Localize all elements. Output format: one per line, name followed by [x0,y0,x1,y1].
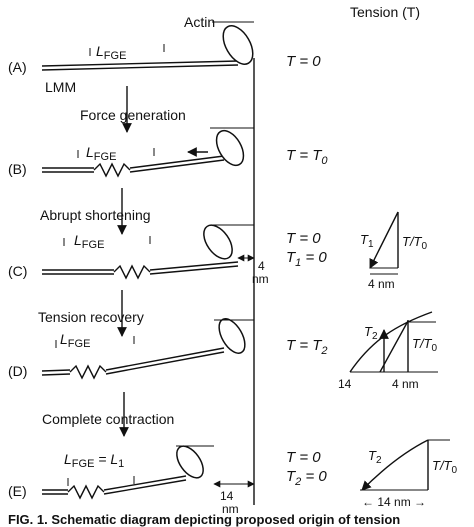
tension-c-t1: T1 = 0 [286,249,327,269]
graph-c-ratio: T/T0 [402,234,428,252]
tension-e-t2: T2 = 0 [286,468,327,488]
spring-b [93,162,131,178]
actin-label: Actin [184,14,215,30]
step-unit-c: nm [252,272,269,286]
panel-e-label: (E) [8,483,27,499]
myosin-head-e [176,445,204,479]
tension-a: T = 0 [286,53,321,70]
spring-e [67,484,105,500]
thick-filament-d-bottom [41,373,71,376]
graph-e-ratio: T/T0 [432,458,458,476]
thick-filament-a-top [41,60,239,67]
graph-c: T1 T/T0 4 nm [360,211,428,291]
graph-d-ratio: T/T0 [412,336,438,354]
myosin-head-b [215,129,245,167]
thick-filament-d-top [41,369,71,372]
lfge-c: LFGE [74,232,104,251]
lmm-label: LMM [45,79,76,95]
step-tension-recovery: Tension recovery [38,309,144,325]
spring-c [113,264,151,280]
panel-d-label: (D) [8,363,27,379]
step-nm-e: 14 [220,489,234,503]
panel-a: (A) LMM Actin LFGE T = 0 [8,14,321,95]
lfge-e: LFGE = L1 [64,451,124,470]
step-abrupt-shortening: Abrupt shortening [40,207,151,223]
lfge-b: LFGE [86,144,116,163]
graph-c-xlabel: 4 nm [368,277,395,291]
graph-e-curve [361,439,429,491]
s2-c-top [149,261,239,271]
s2-b-bottom [129,159,225,173]
step-force-generation: Force generation [80,107,186,123]
panel-e: (E) 14 nm LFGE = L1 T = 0 T2 = 0 T2 T/T0… [8,439,458,516]
graph-d-xlabel: 4 nm [392,377,419,391]
myosin-head-a [222,25,254,65]
tension-header: Tension (T) [350,4,420,20]
s2-d-top [105,347,225,371]
tension-c: T = 0 [286,230,321,247]
graph-e-xlabel: ← 14 nm → [362,495,426,509]
s2-d-bottom [105,351,225,375]
graph-d: T2 T/T0 14 4 nm [338,311,438,391]
graph-c-drop [369,211,399,269]
step-complete-contraction: Complete contraction [42,411,174,427]
s2-e-bottom [103,479,187,495]
step-nm-c: 4 [258,259,265,273]
lfge-a: LFGE [96,43,126,62]
panel-b: (B) LFGE T = T0 [8,127,328,178]
panel-c-label: (C) [8,263,27,279]
figure-caption: FIG. 1. Schematic diagram depicting prop… [8,512,400,527]
panel-d: (D) LFGE T = T2 T2 T/T0 14 4 nm [8,311,438,391]
spring-d [69,364,107,380]
myosin-head-c [203,224,233,260]
panel-b-label: (B) [8,161,27,177]
tension-e: T = 0 [286,449,321,466]
graph-d-t2: T2 [364,324,378,342]
graph-d-left: 14 [338,377,352,391]
tension-b: T = T0 [286,147,328,167]
s2-c-bottom [149,265,239,275]
s2-b-top [129,155,225,169]
graph-e: T2 T/T0 ← 14 nm → [360,439,458,509]
graph-c-t1: T1 [360,232,374,250]
myosin-head-d [218,318,246,354]
graph-e-t2: T2 [368,448,382,466]
tension-d: T = T2 [286,337,328,357]
s2-e-top [103,475,187,491]
lfge-d: LFGE [60,331,90,350]
panel-a-label: (A) [8,59,27,75]
thick-filament-a-bottom [41,64,239,71]
step-unit-e: nm [222,502,239,516]
panel-c: (C) 4 nm LFGE T = 0 T1 = 0 T1 T/T0 4 nm [8,211,428,291]
